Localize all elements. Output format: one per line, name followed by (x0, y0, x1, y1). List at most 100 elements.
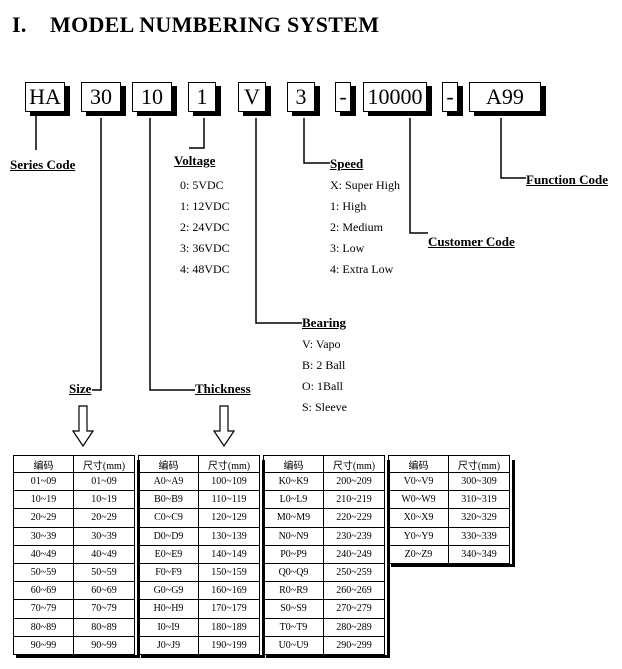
table-cell: V0~V9 (388, 471, 449, 492)
table-cell: 120~129 (198, 508, 260, 528)
table-cell: 100~109 (198, 471, 260, 492)
model-box-separator: - (442, 82, 458, 112)
voltage-option: 2: 24VDC (180, 220, 230, 234)
table-cell: B0~B9 (138, 490, 199, 510)
table-cell: W0~W9 (388, 490, 449, 510)
speed-option: 1: High (330, 199, 367, 213)
table-cell: N0~N9 (263, 526, 324, 546)
thickness-down-arrow-icon (213, 405, 235, 447)
section-heading: I.MODEL NUMBERING SYSTEM (12, 12, 379, 38)
table-header: 编码 (263, 455, 324, 473)
thickness-label: Thickness (195, 381, 251, 396)
table-cell: 320~329 (448, 508, 510, 528)
table-cell: 150~159 (198, 562, 260, 583)
size-connector (92, 118, 102, 391)
table-cell: I0~I9 (138, 617, 199, 637)
table-cell: K0~K9 (263, 471, 324, 492)
table-cell: 270~279 (323, 599, 385, 619)
bearing-option: B: 2 Ball (302, 358, 346, 372)
table-cell: 340~349 (448, 544, 510, 564)
customer-connector (409, 118, 428, 234)
table-header: 编码 (138, 455, 199, 473)
size-down-arrow-icon (72, 405, 94, 447)
table-header: 尺寸(mm) (73, 455, 135, 473)
table-cell: 140~149 (198, 544, 260, 564)
table-cell: H0~H9 (138, 599, 199, 619)
table-cell: 40~49 (13, 544, 74, 564)
table-cell: F0~F9 (138, 562, 199, 583)
table-cell: 01~09 (73, 471, 135, 492)
table-cell: 130~139 (198, 526, 260, 546)
table-cell: 310~319 (448, 490, 510, 510)
table-cell: E0~E9 (138, 544, 199, 564)
function-connector (500, 118, 526, 179)
table-cell: 20~29 (13, 508, 74, 528)
table-cell: 60~69 (73, 581, 135, 601)
table-header: 尺寸(mm) (323, 455, 385, 473)
bearing-option: O: 1Ball (302, 379, 343, 393)
thickness-connector (149, 118, 195, 391)
table-shadow (16, 655, 140, 658)
customer-code-label: Customer Code (428, 234, 515, 249)
speed-connector (303, 118, 330, 164)
table-cell: M0~M9 (263, 508, 324, 528)
table-cell: 160~169 (198, 581, 260, 601)
table-header: 尺寸(mm) (198, 455, 260, 473)
table-header: 编码 (388, 455, 449, 473)
model-box-separator: - (335, 82, 351, 112)
table-cell: 90~99 (13, 635, 74, 655)
table-cell: X0~X9 (388, 508, 449, 528)
table-header: 编码 (13, 455, 74, 473)
model-box-customer: 10000 (363, 82, 427, 112)
table-cell: S0~S9 (263, 599, 324, 619)
model-box-bearing: V (238, 82, 266, 112)
table-cell: 80~89 (13, 617, 74, 637)
model-box-size: 30 (81, 82, 121, 112)
table-cell: 20~29 (73, 508, 135, 528)
bearing-connector (255, 118, 302, 324)
table-cell: 90~99 (73, 635, 135, 655)
voltage-option: 0: 5VDC (180, 178, 224, 192)
table-cell: 250~259 (323, 562, 385, 583)
voltage-option: 3: 36VDC (180, 241, 230, 255)
table-cell: 280~289 (323, 617, 385, 637)
table-cell: 10~19 (73, 490, 135, 510)
table-cell: 70~79 (73, 599, 135, 619)
model-box-speed: 3 (287, 82, 315, 112)
table-cell: Y0~Y9 (388, 526, 449, 546)
table-cell: T0~T9 (263, 617, 324, 637)
table-cell: D0~D9 (138, 526, 199, 546)
table-cell: 300~309 (448, 471, 510, 492)
model-box-thickness: 10 (132, 82, 172, 112)
voltage-option: 1: 12VDC (180, 199, 230, 213)
section-title: MODEL NUMBERING SYSTEM (50, 12, 380, 37)
table-cell: 50~59 (73, 562, 135, 583)
table-cell: L0~L9 (263, 490, 324, 510)
